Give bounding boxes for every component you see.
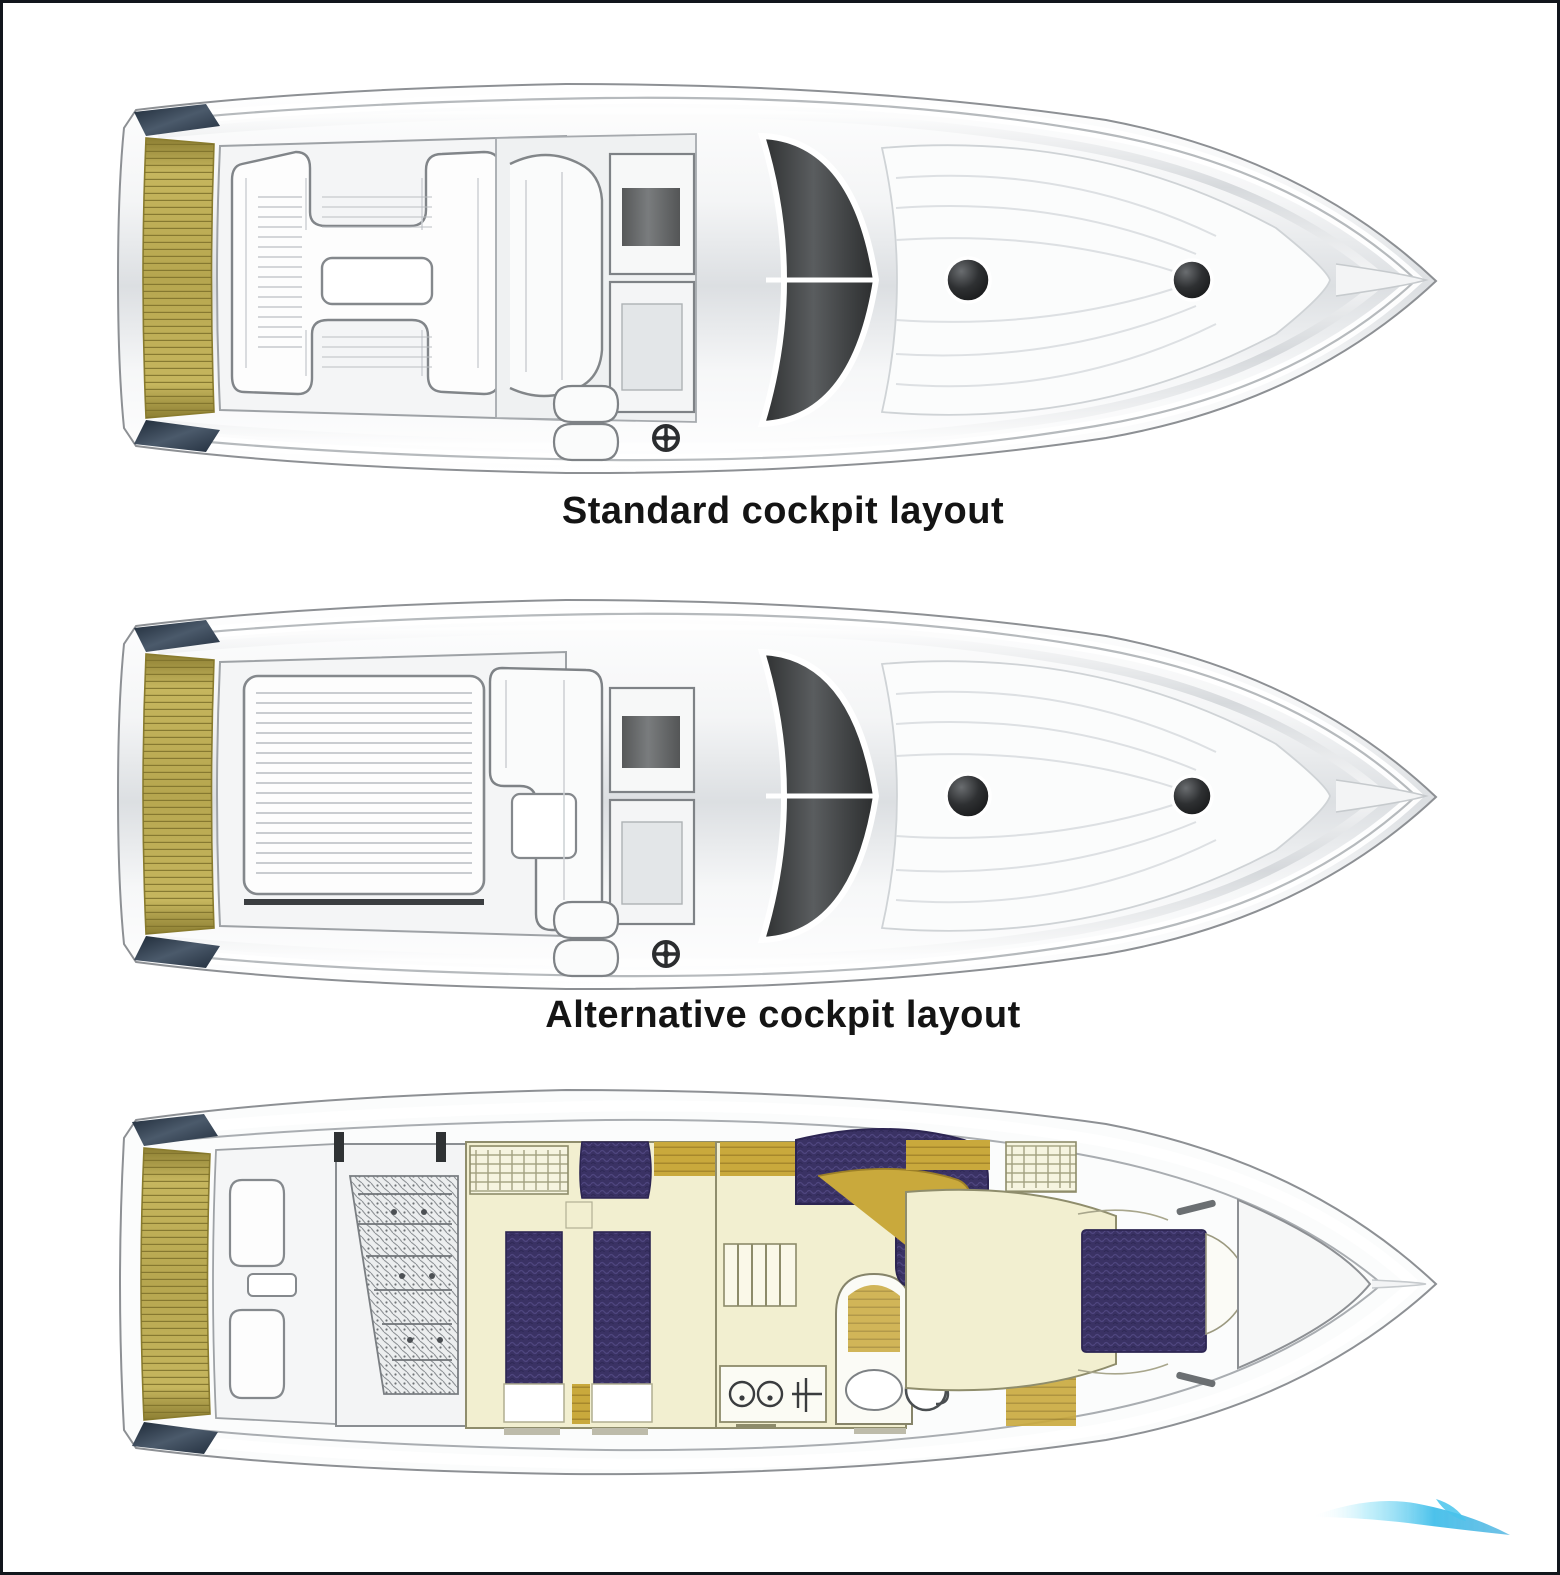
foredeck-ribs: [895, 690, 1217, 904]
engine-vent-port: [334, 1132, 344, 1162]
caption-standard-cockpit: Standard cockpit layout: [561, 490, 1005, 532]
locker-louvres-fwd: [1011, 1146, 1071, 1188]
transom-corner-stbd: [134, 420, 220, 452]
berth-pillow-port: [579, 1141, 652, 1199]
locker-louvres: [475, 1150, 561, 1190]
wave-crest: [1436, 1499, 1466, 1521]
heads-sole: [848, 1285, 900, 1352]
forward-double-berth: [1081, 1229, 1207, 1353]
helm-seat-fwd: [552, 938, 620, 978]
settee-lines: [505, 680, 565, 900]
cabin-shelf-port: [1077, 1209, 1169, 1221]
foredeck-ribs: [895, 174, 1217, 388]
deck-hatch-aft: [944, 256, 992, 304]
berth-base-port: [503, 1383, 565, 1423]
engine-detail-lines: [358, 1193, 452, 1361]
transom-corner-stbd: [132, 1422, 218, 1454]
transom-corner-port: [134, 620, 220, 652]
steering-wheel-icon: [652, 424, 680, 452]
teak-slats: [141, 1148, 210, 1420]
berth-base-stbd: [591, 1383, 653, 1423]
stemhead-fitting: [1371, 1279, 1427, 1289]
standard-cockpit-plan: [116, 82, 1438, 475]
settee-lines: [525, 172, 563, 380]
hull-window-aft-port: [504, 1428, 560, 1435]
deck-hatch-fwd: [1170, 258, 1214, 302]
cabin-shelf-stbd: [1077, 1363, 1169, 1375]
sunpad-ribbing: [256, 688, 472, 882]
console-face: [621, 303, 683, 391]
cockpit-table: [510, 792, 578, 860]
sink-icon: [792, 1378, 822, 1412]
console-face: [621, 821, 683, 905]
cockpit-table: [320, 256, 434, 306]
hull-window-fwd-stbd: [1176, 1371, 1216, 1388]
toerail-port: [157, 107, 1387, 284]
panel-standard-cockpit: [6, 68, 1554, 488]
seat-cushion-rib-aft: [322, 330, 432, 374]
panel-accommodation: [6, 1084, 1554, 1484]
sheer-line-stbd: [145, 795, 1417, 978]
cabin-sole-strip: [572, 1384, 590, 1424]
stemhead-fitting: [1335, 263, 1429, 297]
teak-slats: [143, 138, 214, 418]
aft-settee: [509, 153, 604, 398]
engine-vent-stbd: [436, 1132, 446, 1162]
seat-cushion-rib-fwd: [322, 188, 432, 232]
sheer-line-stbd: [157, 1283, 1383, 1452]
hull-window-heads: [854, 1428, 906, 1434]
wardrobe-locker-fwd: [1005, 1141, 1077, 1193]
foredeck: [880, 660, 1331, 932]
galley-counter: [719, 1365, 827, 1423]
companionway-steps: [723, 1243, 797, 1307]
forepeak-locker: [1237, 1198, 1372, 1370]
hull-window-aft-stbd: [592, 1428, 648, 1435]
transom-corner-stbd: [134, 936, 220, 968]
panel-alternative-cockpit: [6, 584, 1554, 1004]
drawing-sheet: Standard cockpit layout: [6, 6, 1554, 1569]
toerail-port: [157, 623, 1387, 800]
deck-hatch-aft: [944, 772, 992, 820]
seat-cushion-rib-port: [258, 192, 302, 354]
hob-burners-icon: [728, 1380, 784, 1408]
transom-corner-port: [132, 1114, 218, 1146]
helm-seat-aft: [552, 900, 620, 940]
alternative-cockpit-plan: [116, 598, 1438, 991]
helm-seat-fwd: [552, 422, 620, 462]
helm-seat-aft: [552, 384, 620, 424]
gunwale-highlight-stbd: [145, 1279, 1418, 1470]
berth-cushion-port: [505, 1231, 563, 1385]
sheer-line-port: [157, 1118, 1383, 1285]
engine-block-port: [348, 1175, 459, 1395]
hull-window-fwd-port: [1176, 1199, 1216, 1216]
berth-cushion-stbd: [593, 1231, 651, 1385]
stemhead-fitting: [1335, 779, 1429, 813]
sheer-line-port: [145, 612, 1417, 797]
sheer-line-stbd: [145, 279, 1417, 462]
caption-alternative-cockpit: Alternative cockpit layout: [545, 994, 1021, 1036]
bedside-shelf: [565, 1201, 593, 1229]
sole-teak-aft: [654, 1142, 716, 1176]
sole-teak-saloon: [906, 1140, 990, 1170]
cockpit-seat-modules: [228, 1178, 286, 1400]
wet-bar-top: [622, 716, 680, 768]
teak-slats: [143, 654, 214, 934]
wave-shape: [1310, 1501, 1510, 1535]
sheer-line-port: [145, 96, 1417, 281]
accommodation-plan: [119, 1088, 1438, 1476]
steering-wheel-icon: [652, 940, 680, 968]
cockpit-step: [247, 1273, 297, 1297]
transom-corner-port: [134, 104, 220, 136]
toilet-icon: [845, 1369, 903, 1411]
gunwale-highlight-port: [145, 1100, 1418, 1289]
galley-drawer-line: [736, 1424, 776, 1429]
foredeck: [880, 144, 1331, 416]
wardrobe-locker-aft: [469, 1145, 569, 1195]
wet-bar-top: [622, 188, 680, 246]
toerail-stbd: [157, 276, 1387, 451]
toerail-stbd: [157, 792, 1387, 967]
forward-cabin: [905, 1188, 1117, 1392]
deck-hatch-fwd: [1170, 774, 1214, 818]
